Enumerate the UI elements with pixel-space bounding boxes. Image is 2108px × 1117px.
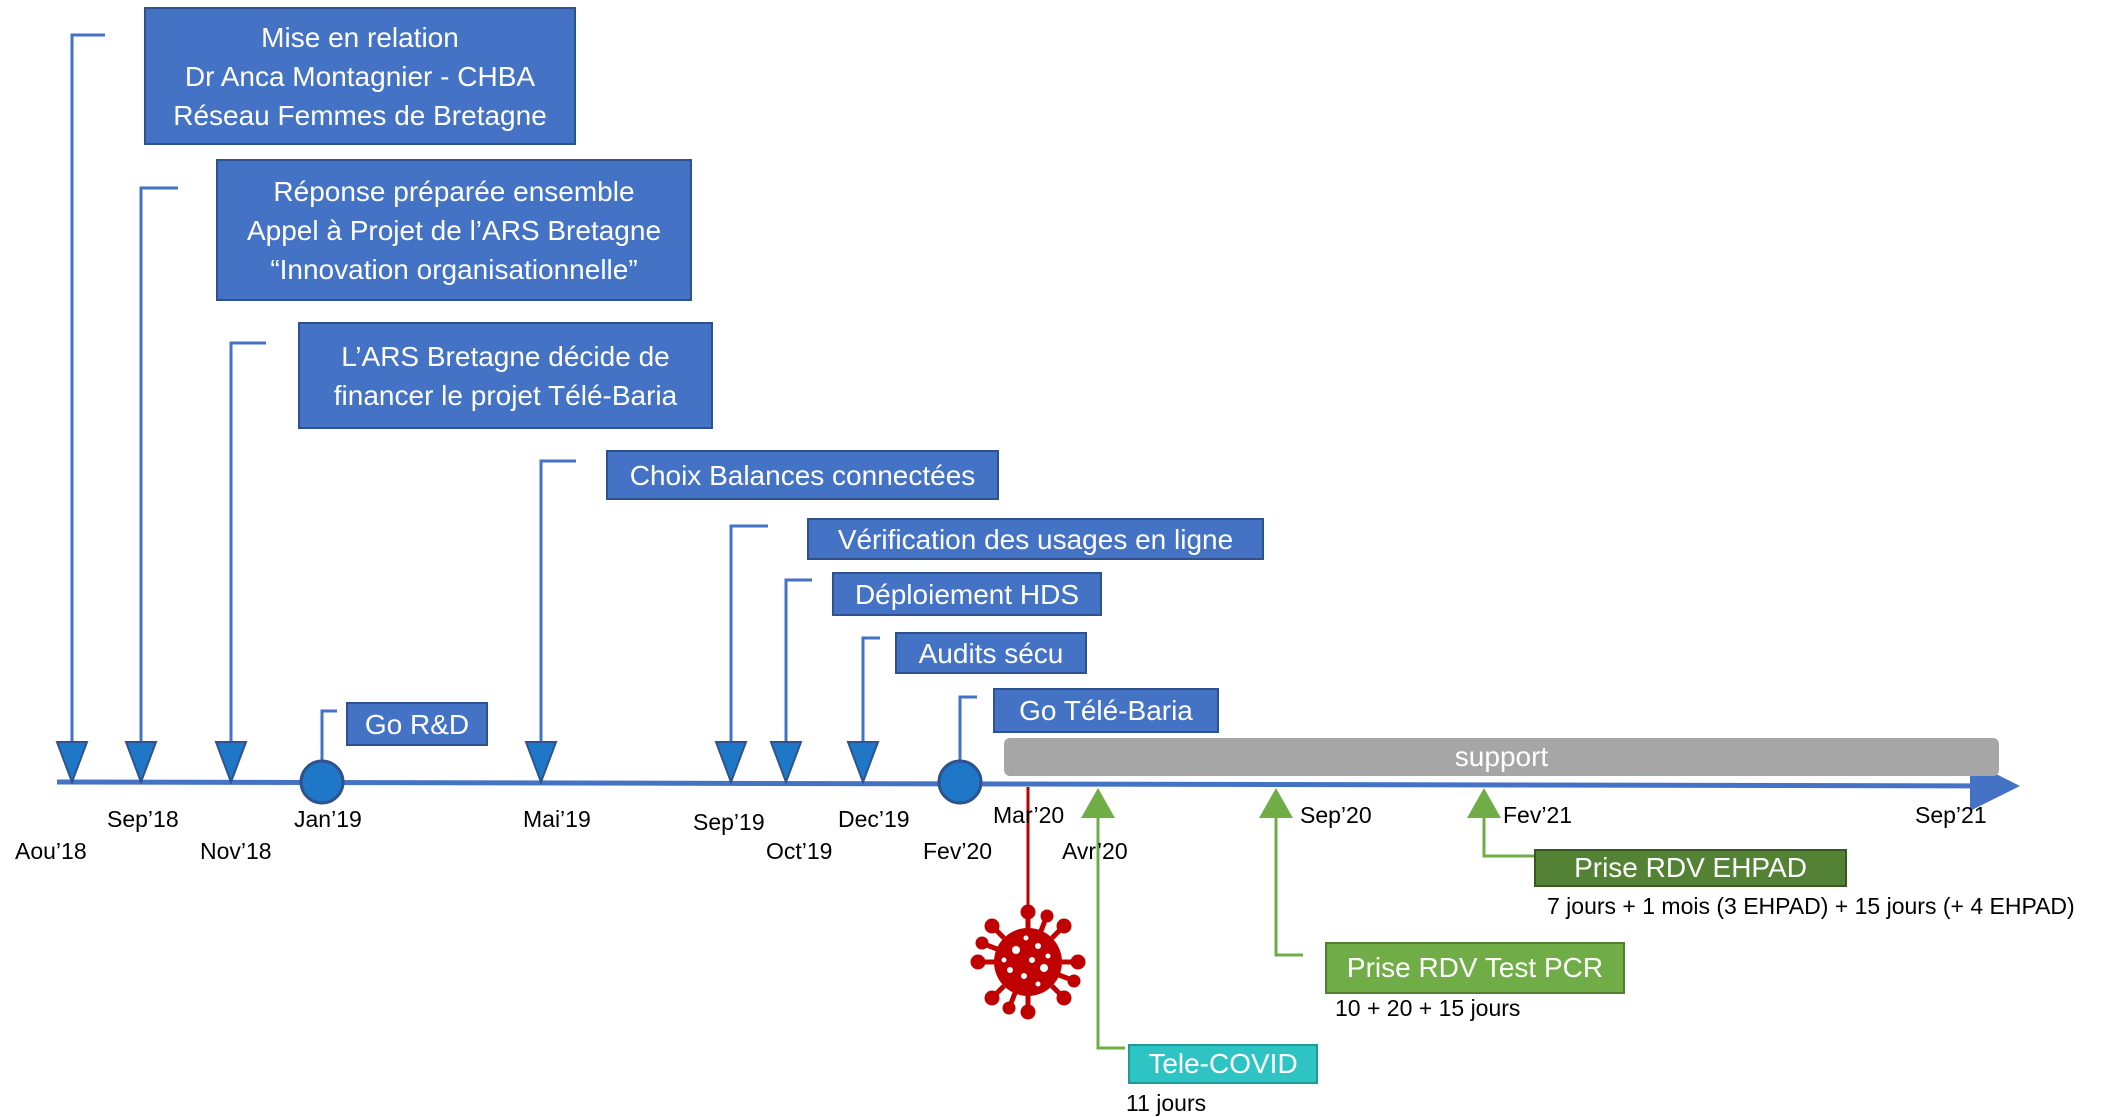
milestone-arrow-sep19 — [714, 741, 748, 785]
milestone-arrow-oct19 — [769, 741, 803, 785]
line-3: “Innovation organisationnelle” — [270, 253, 638, 285]
connector-pcr — [1274, 815, 1303, 957]
connector-aou18 — [70, 33, 105, 750]
green-arrow-sep20 — [1259, 788, 1293, 818]
date-label-sep19: Sep’19 — [693, 809, 765, 835]
label: Go R&D — [364, 708, 470, 740]
date-label-fev21: Fev’21 — [1503, 802, 1573, 828]
connector-fev20 — [958, 695, 977, 762]
connector-jan19 — [320, 709, 337, 762]
milestone-mise-en-relation: Mise en relation Dr Anca Montagnier - CH… — [144, 7, 576, 145]
connector-mai19 — [539, 459, 576, 750]
date-label-aou18: Aou’18 — [15, 838, 87, 864]
line-2: Dr Anca Montagnier - CHBA — [184, 60, 536, 92]
label: Déploiement HDS — [854, 578, 1080, 610]
connector-tele-covid — [1096, 815, 1125, 1050]
milestone-reponse: Réponse préparée ensemble Appel à Projet… — [216, 159, 692, 301]
label: Choix Balances connectées — [629, 459, 976, 491]
milestone-go-rd: Go R&D — [346, 702, 488, 746]
timeline-axis — [56, 760, 2020, 811]
milestone-arrow-dec19 — [846, 741, 880, 785]
milestone-dot-jan19 — [299, 759, 345, 805]
date-label-dec19: Dec’19 — [838, 806, 910, 832]
milestone-arrow-sep18 — [124, 741, 158, 785]
ehpad-duration: 7 jours + 1 mois (3 EHPAD) + 15 jours (+… — [1547, 893, 2075, 919]
label: Tele-COVID — [1148, 1048, 1298, 1079]
connector-dec19 — [861, 636, 880, 750]
project-tele-covid: Tele-COVID — [1128, 1044, 1318, 1084]
milestone-verification: Vérification des usages en ligne — [807, 518, 1264, 560]
label: Audits sécu — [918, 637, 1064, 669]
milestone-ars-decide: L’ARS Bretagne décide de financer le pro… — [298, 322, 713, 429]
date-label-oct19: Oct’19 — [766, 838, 833, 864]
milestone-dot-fev20 — [937, 759, 983, 805]
line-1: Mise en relation — [261, 21, 459, 53]
line-2: financer le projet Télé-Baria — [333, 379, 678, 411]
connector-sep19 — [729, 524, 768, 750]
label: Prise RDV Test PCR — [1346, 952, 1604, 983]
milestone-arrow-nov18 — [214, 741, 248, 785]
support-bar: support — [1004, 738, 1999, 776]
date-label-avr20: Avr’20 — [1062, 838, 1128, 864]
date-label-nov18: Nov’18 — [200, 838, 272, 864]
line-3: Réseau Femmes de Bretagne — [173, 99, 547, 131]
label: Go Télé-Baria — [1019, 695, 1193, 726]
green-arrow-avr20 — [1081, 788, 1115, 818]
tele-covid-duration: 11 jours — [1126, 1090, 1207, 1116]
date-label-fev20: Fev’20 — [923, 838, 993, 864]
pcr-duration: 10 + 20 + 15 jours — [1335, 995, 1521, 1021]
line-1: Réponse préparée ensemble — [273, 175, 635, 207]
line-1: L’ARS Bretagne décide de — [341, 340, 670, 372]
label: Vérification des usages en ligne — [837, 523, 1234, 555]
connector-nov18 — [229, 341, 266, 750]
date-label-sep18: Sep’18 — [107, 806, 179, 832]
label: Prise RDV EHPAD — [1574, 852, 1807, 883]
milestone-go-tele-baria: Go Télé-Baria — [993, 688, 1219, 733]
milestone-deploiement: Déploiement HDS — [832, 572, 1102, 616]
milestone-choix-balances: Choix Balances connectées — [606, 450, 999, 500]
milestone-arrow-mai19 — [524, 741, 558, 785]
date-label-mai19: Mai’19 — [523, 806, 591, 832]
connector-oct19 — [784, 578, 812, 750]
virus-icon — [970, 904, 1086, 1020]
date-label-mar20: Mar’20 — [993, 802, 1065, 828]
project-ehpad: Prise RDV EHPAD — [1534, 849, 1847, 887]
date-label-jan19: Jan’19 — [294, 806, 362, 832]
date-label-sep21: Sep’21 — [1915, 802, 1987, 828]
project-pcr: Prise RDV Test PCR — [1325, 942, 1625, 994]
support-label: support — [1454, 741, 1549, 772]
date-label-sep20: Sep’20 — [1300, 802, 1372, 828]
milestone-arrow-aou18 — [55, 741, 89, 785]
green-arrow-fev21 — [1467, 788, 1501, 818]
connector-ehpad — [1482, 815, 1535, 858]
line-2: Appel à Projet de l’ARS Bretagne — [246, 214, 662, 246]
connector-sep18 — [139, 186, 178, 750]
milestone-audits: Audits sécu — [895, 632, 1087, 674]
